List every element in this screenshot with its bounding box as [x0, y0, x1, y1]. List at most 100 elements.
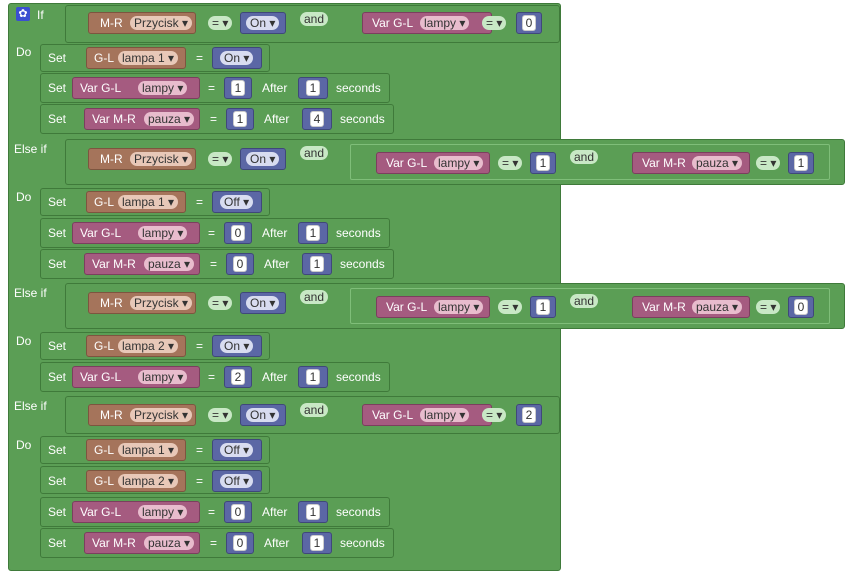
lampy-dropdown[interactable]: lampy ▾	[420, 408, 470, 422]
seconds-label: seconds	[336, 370, 381, 384]
on-dropdown[interactable]: On ▾	[246, 152, 280, 166]
after-label: After	[264, 257, 290, 271]
przycisk-dropdown[interactable]: Przycisk ▾	[130, 16, 193, 30]
lampa1-dropdown[interactable]: lampa 1 ▾	[118, 51, 179, 65]
num-value[interactable]: 2	[231, 369, 245, 385]
lampa2-dropdown[interactable]: lampa 2 ▾	[118, 339, 179, 353]
and-dropdown[interactable]: and	[300, 12, 329, 26]
eq-dropdown[interactable]: = ▾	[208, 296, 233, 310]
off-dropdown[interactable]: Off ▾	[220, 474, 254, 488]
on-dropdown[interactable]: On ▾	[246, 408, 280, 422]
set-label: Set	[48, 81, 67, 95]
var-mr-label: Var M-R	[92, 257, 136, 271]
after-label: After	[264, 536, 290, 550]
var-gl-label: Var G-L	[372, 408, 414, 422]
lampa1-dropdown[interactable]: lampa 1 ▾	[118, 195, 179, 209]
lampa1-dropdown[interactable]: lampa 1 ▾	[118, 443, 179, 457]
on-dropdown[interactable]: On ▾	[220, 339, 254, 353]
num-value[interactable]: 1	[306, 80, 320, 96]
num-value[interactable]: 1	[306, 369, 320, 385]
eq-dropdown[interactable]: = ▾	[756, 300, 781, 314]
do-label-3: Do	[16, 334, 32, 348]
przycisk-dropdown[interactable]: Przycisk ▾	[130, 408, 193, 422]
and-dropdown[interactable]: and	[300, 403, 329, 417]
var-gl-label: Var G-L	[386, 300, 428, 314]
set-label: Set	[48, 226, 67, 240]
num-value[interactable]: 1	[310, 256, 324, 272]
do-label-1: Do	[16, 45, 32, 59]
num-value[interactable]: 2	[522, 407, 536, 423]
eq-dropdown[interactable]: = ▾	[498, 156, 523, 170]
on-dropdown[interactable]: On ▾	[220, 51, 254, 65]
eq-sign: =	[196, 443, 204, 457]
num-value[interactable]: 0	[231, 504, 245, 520]
num-value[interactable]: 1	[794, 155, 808, 171]
eq-dropdown[interactable]: = ▾	[756, 156, 781, 170]
gear-icon[interactable]: ✿	[16, 7, 30, 21]
eq-dropdown[interactable]: = ▾	[498, 300, 523, 314]
num-value[interactable]: 0	[231, 225, 245, 241]
off-dropdown[interactable]: Off ▾	[220, 443, 254, 457]
mr-label: M-R	[100, 296, 123, 310]
lampy-dropdown[interactable]: lampy ▾	[138, 505, 188, 519]
else-if-label-3: Else if	[14, 399, 47, 413]
lampa2-dropdown[interactable]: lampa 2 ▾	[118, 474, 179, 488]
seconds-label: seconds	[340, 536, 385, 550]
eq-dropdown[interactable]: = ▾	[208, 408, 233, 422]
lampy-dropdown[interactable]: lampy ▾	[138, 81, 188, 95]
and-dropdown[interactable]: and	[570, 294, 599, 308]
and-dropdown[interactable]: and	[300, 290, 329, 304]
pauza-dropdown[interactable]: pauza ▾	[692, 156, 743, 170]
num-value[interactable]: 1	[536, 155, 550, 171]
and-dropdown[interactable]: and	[570, 150, 599, 164]
else-if-label-2: Else if	[14, 286, 47, 300]
pauza-dropdown[interactable]: pauza ▾	[692, 300, 743, 314]
lampy-dropdown[interactable]: lampy ▾	[138, 370, 188, 384]
seconds-label: seconds	[336, 81, 381, 95]
num-value[interactable]: 1	[233, 111, 247, 127]
eq-sign: =	[196, 195, 204, 209]
var-gl-label: Var G-L	[80, 505, 122, 519]
przycisk-dropdown[interactable]: Przycisk ▾	[130, 152, 193, 166]
num-value[interactable]: 1	[231, 80, 245, 96]
after-label: After	[262, 370, 288, 384]
seconds-label: seconds	[340, 257, 385, 271]
eq-sign: =	[208, 370, 216, 384]
var-gl-label: Var G-L	[80, 370, 122, 384]
num-value[interactable]: 0	[233, 256, 247, 272]
pauza-dropdown[interactable]: pauza ▾	[144, 112, 195, 126]
eq-sign: =	[196, 51, 204, 65]
lampy-dropdown[interactable]: lampy ▾	[420, 16, 470, 30]
do-label-2: Do	[16, 190, 32, 204]
pauza-dropdown[interactable]: pauza ▾	[144, 536, 195, 550]
eq-dropdown[interactable]: = ▾	[482, 16, 507, 30]
lampy-dropdown[interactable]: lampy ▾	[138, 226, 188, 240]
and-dropdown[interactable]: and	[300, 146, 329, 160]
var-mr-label: Var M-R	[642, 156, 686, 170]
eq-dropdown[interactable]: = ▾	[482, 408, 507, 422]
num-value[interactable]: 0	[233, 535, 247, 551]
num-value[interactable]: 0	[794, 299, 808, 315]
num-value[interactable]: 1	[536, 299, 550, 315]
num-value[interactable]: 4	[310, 111, 324, 127]
num-value[interactable]: 1	[306, 504, 320, 520]
przycisk-dropdown[interactable]: Przycisk ▾	[130, 296, 193, 310]
num-value[interactable]: 0	[522, 15, 536, 31]
pauza-dropdown[interactable]: pauza ▾	[144, 257, 195, 271]
set-label: Set	[48, 195, 67, 209]
eq-sign: =	[196, 339, 204, 353]
seconds-label: seconds	[336, 226, 381, 240]
gl-label: G-L	[94, 474, 115, 488]
lampy-dropdown[interactable]: lampy ▾	[434, 300, 484, 314]
on-dropdown[interactable]: On ▾	[246, 16, 280, 30]
eq-dropdown[interactable]: = ▾	[208, 152, 233, 166]
off-dropdown[interactable]: Off ▾	[220, 195, 254, 209]
eq-dropdown[interactable]: = ▾	[208, 16, 233, 30]
on-dropdown[interactable]: On ▾	[246, 296, 280, 310]
num-value[interactable]: 1	[310, 535, 324, 551]
lampy-dropdown[interactable]: lampy ▾	[434, 156, 484, 170]
eq-sign: =	[196, 474, 204, 488]
num-value[interactable]: 1	[306, 225, 320, 241]
gl-label: G-L	[94, 339, 115, 353]
set-label: Set	[48, 112, 67, 126]
